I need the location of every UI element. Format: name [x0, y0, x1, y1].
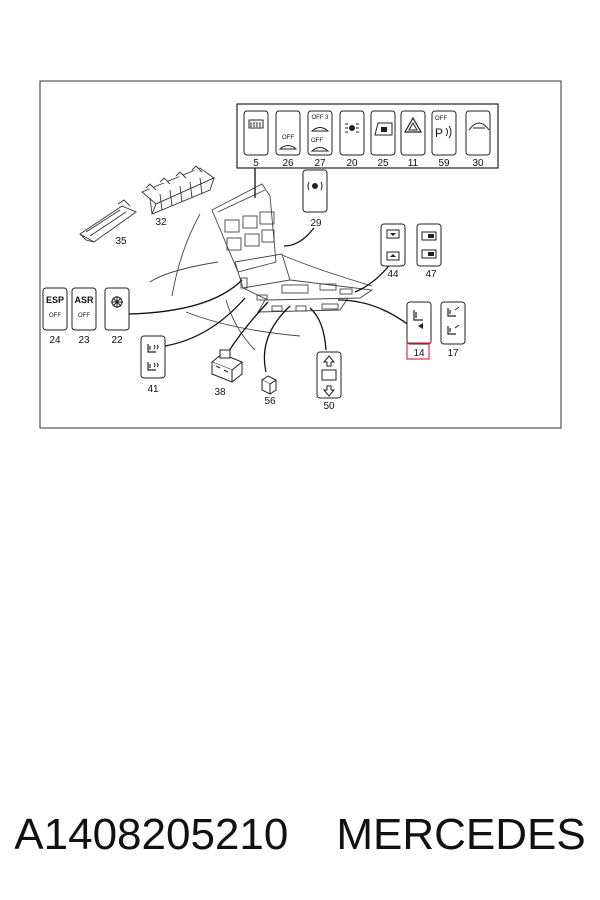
part-32-switch-frame [141, 165, 215, 215]
asr-label: ASR [74, 295, 94, 305]
parking-aid-icon: P [435, 126, 443, 140]
rear-defroster-icon [248, 119, 264, 129]
part-38-module [211, 349, 243, 383]
part-24-esp-button: ESP OFF [42, 287, 68, 331]
callout-20: 20 [346, 158, 358, 169]
callout-47: 47 [425, 269, 437, 280]
asr-off-label: OFF [78, 313, 90, 319]
esp-label: ESP [46, 295, 64, 305]
car-bottom-icon [310, 147, 330, 152]
part-50-sunroof-switch [316, 351, 342, 399]
part-number: A1408205210 [14, 810, 289, 859]
switch-27-off-label: OFF [311, 138, 323, 144]
callout-25: 25 [377, 158, 389, 169]
top-switch-panel: OFF OFF 3 OFF OFF P 5 26 27 20 25 [236, 103, 499, 169]
car-alarm-icon [278, 145, 298, 150]
rear-blind-icon [468, 122, 490, 131]
callout-59: 59 [438, 158, 450, 169]
callout-24: 24 [49, 335, 61, 346]
esp-off-label: OFF [49, 313, 61, 319]
fog-light-icon [345, 123, 359, 133]
part-35-tray [79, 199, 137, 243]
callout-38: 38 [214, 387, 226, 398]
callout-44: 44 [387, 269, 399, 280]
part-41-seat-heater-switch [140, 335, 166, 379]
part-29-switch [302, 169, 328, 213]
part-44-switch [380, 223, 406, 267]
leader-lines [127, 168, 411, 373]
brand-name: MERCEDES [336, 810, 586, 859]
callout-22: 22 [111, 335, 123, 346]
part-56-connector [261, 375, 277, 395]
part-22-button [104, 287, 130, 331]
callout-50: 50 [323, 401, 335, 412]
caption: A1408205210 MERCEDES [0, 800, 600, 870]
callout-23: 23 [78, 335, 90, 346]
window-lock-icon [374, 122, 393, 136]
callout-29: 29 [310, 218, 322, 229]
switch-26-off-label: OFF [282, 135, 294, 141]
center-console [149, 183, 374, 351]
part-17-seat-switch [440, 301, 466, 345]
part-47-switch [416, 223, 442, 267]
callout-17: 17 [447, 348, 459, 359]
callout-32: 32 [155, 217, 167, 228]
part-14-seat-switch [406, 301, 432, 345]
car-top-icon [310, 127, 330, 132]
switch-27-off3-label: OFF 3 [311, 115, 329, 121]
callout-26: 26 [282, 158, 294, 169]
hazard-warning-icon [403, 116, 423, 133]
switch-59-off-label: OFF [435, 116, 447, 122]
highlight-box-14 [406, 342, 430, 360]
diagram-frame [39, 80, 562, 429]
callout-35: 35 [115, 236, 127, 247]
callout-56: 56 [264, 396, 276, 407]
callout-41: 41 [147, 384, 159, 395]
parking-sensor-waves-icon [445, 125, 452, 139]
callout-5: 5 [253, 158, 259, 169]
callout-27: 27 [314, 158, 326, 169]
callout-11: 11 [408, 158, 419, 169]
part-23-asr-button: ASR OFF [71, 287, 97, 331]
callout-30: 30 [472, 158, 484, 169]
callout-14: 14 [413, 348, 425, 359]
